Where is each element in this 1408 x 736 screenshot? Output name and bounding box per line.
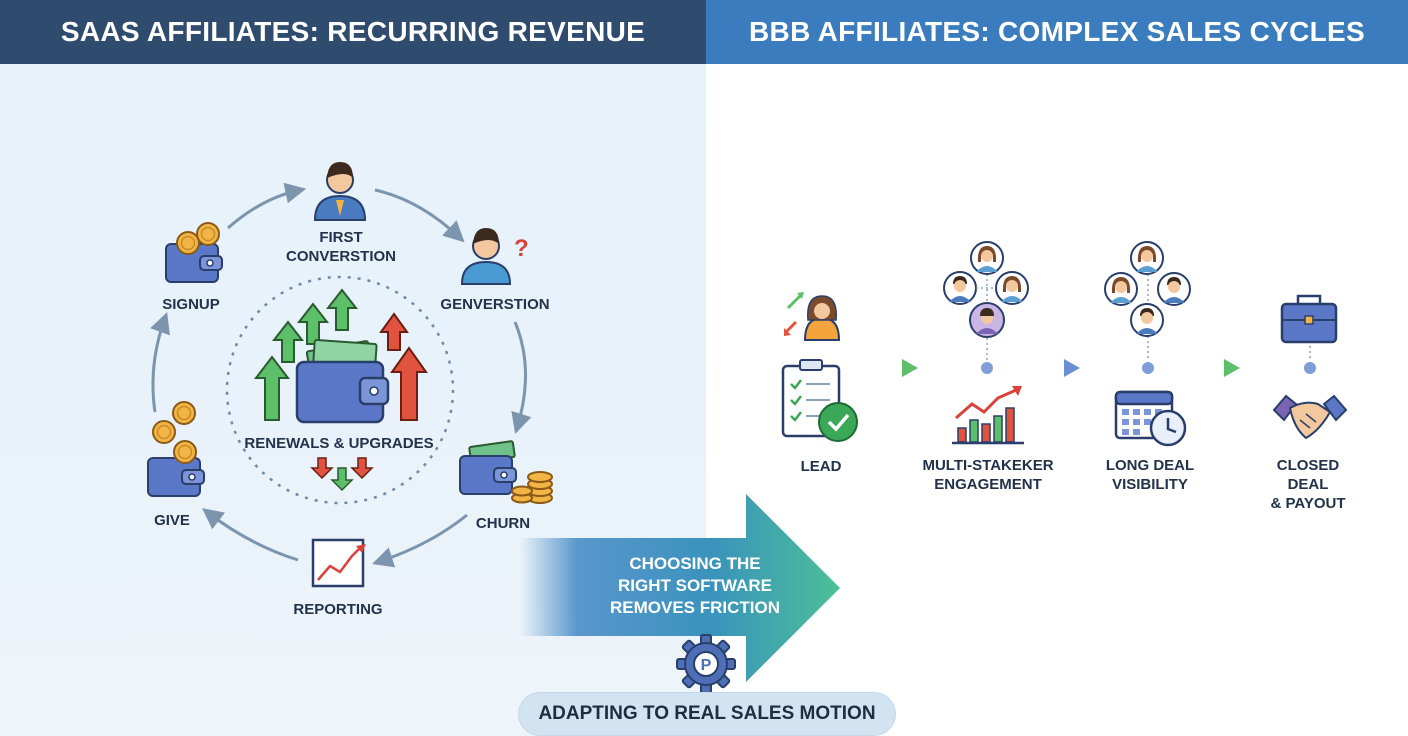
calendar-clock-icon <box>1114 390 1187 447</box>
node-label-reporting: REPORTING <box>293 601 383 618</box>
pipeline-arrows <box>902 359 1240 377</box>
person-question-icon: ? <box>460 228 529 285</box>
stakeholder-avatars <box>943 241 1029 338</box>
connector-lines <box>986 274 1311 360</box>
stage-label-multi-stakeholder: MULTI-STAKEKER ENGAGEMENT <box>922 457 1054 493</box>
node-label-churn: CHURN <box>475 515 531 532</box>
signup-wallet-icon <box>165 222 223 283</box>
transition-arrow-text: CHOOSING THE RIGHT SOFTWARE REMOVES FRIC… <box>609 554 780 617</box>
briefcase-icon <box>1280 294 1338 344</box>
churn-wallet-icon <box>459 440 553 504</box>
gear-letter: P <box>701 657 712 674</box>
downgrade-arrows <box>310 457 374 492</box>
line-chart-icon <box>311 538 366 588</box>
renewals-ring <box>225 275 455 505</box>
wallet-icon <box>295 360 390 424</box>
adapting-pill: ADAPTING TO REAL SALES MOTION <box>518 692 896 736</box>
node-label-first-conversion: FIRST CONVERSTION <box>285 229 397 265</box>
person-icon <box>313 162 367 221</box>
center-label: RENEWALS & UPGRADES <box>244 435 434 452</box>
bar-chart-icon <box>952 386 1024 445</box>
stage-label-lead: LEAD <box>800 458 842 475</box>
node-label-genverstion: GENVERSTION <box>440 296 550 313</box>
pipeline-nodes <box>979 360 1318 376</box>
node-label-give: GIVE <box>154 512 190 529</box>
gear-icon: P <box>676 634 736 694</box>
give-wallet-icon <box>147 401 205 497</box>
upgrade-arrows-red <box>379 312 428 421</box>
node-label-signup: SIGNUP <box>162 296 220 313</box>
checklist-icon <box>781 359 858 442</box>
lead-person-icon <box>784 292 841 341</box>
transition-arrow <box>520 494 840 682</box>
stage-label-closed-deal: CLOSED DEAL & PAYOUT <box>1270 457 1346 512</box>
bbb-header: BBB AFFILIATES: COMPLEX SALES CYCLES <box>706 0 1408 64</box>
stage-label-long-deal: LONG DEAL VISIBILITY <box>1105 457 1195 493</box>
saas-header: SAAS AFFILIATES: RECURRING REVENUE <box>0 0 706 64</box>
svg-text:?: ? <box>514 235 529 262</box>
handshake-icon <box>1272 394 1348 440</box>
cycle-arrows <box>150 182 532 568</box>
